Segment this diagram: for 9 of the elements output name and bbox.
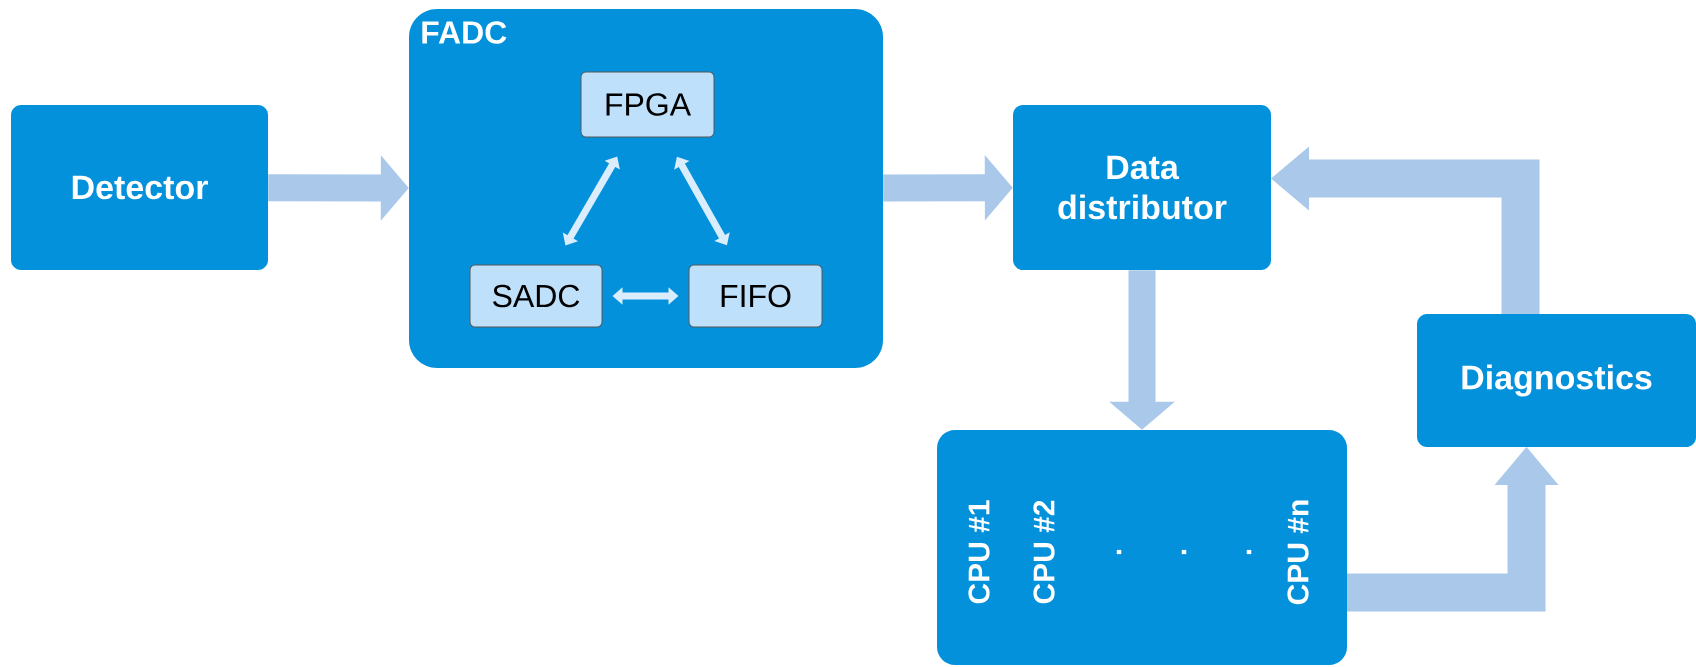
component-box: SADC bbox=[469, 264, 603, 328]
process-box: Detector bbox=[11, 105, 268, 270]
arrow bbox=[1347, 447, 1559, 612]
component-box: FIFO bbox=[688, 264, 823, 328]
arrow bbox=[1271, 146, 1540, 314]
process-box: Diagnostics bbox=[1417, 314, 1696, 447]
cpu-box: CPU #1 CPU #2 . . . CPU #n bbox=[937, 430, 1347, 665]
component-box: FPGA bbox=[580, 71, 715, 138]
process-box: Data distributor bbox=[1013, 105, 1271, 270]
